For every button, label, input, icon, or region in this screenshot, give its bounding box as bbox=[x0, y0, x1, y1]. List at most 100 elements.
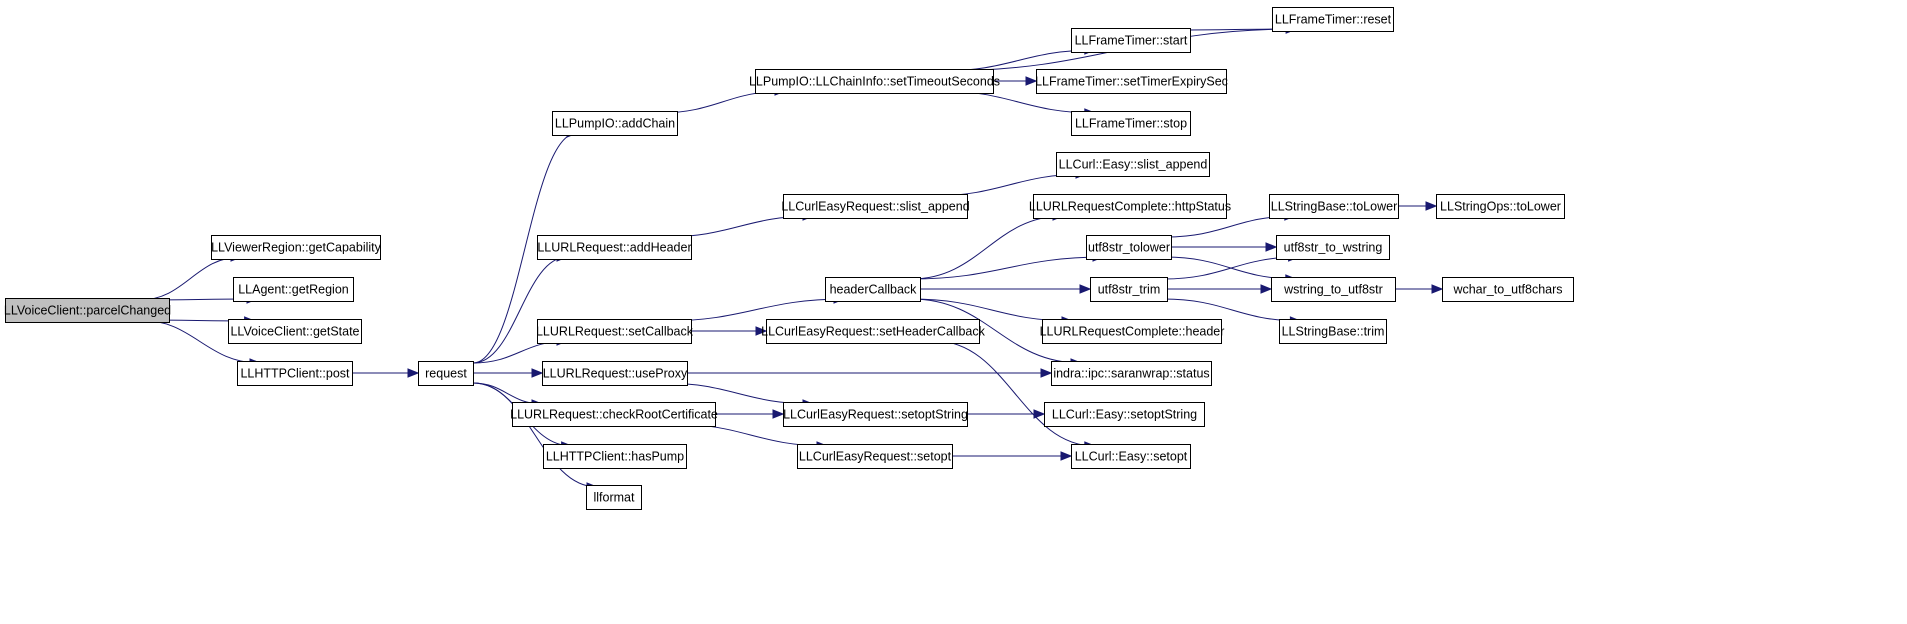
edge-n13-to-n21 bbox=[993, 76, 1038, 86]
node-n22[interactable]: LLFrameTimer::stop bbox=[1071, 111, 1191, 136]
edge-line bbox=[1165, 215, 1295, 238]
node-n30[interactable]: LLCurl::Easy::setopt bbox=[1071, 444, 1191, 469]
edge-n16-to-n30 bbox=[935, 340, 1097, 451]
node-label: LLPumpIO::addChain bbox=[555, 117, 675, 131]
node-box bbox=[1279, 319, 1387, 344]
node-n31[interactable]: LLStringBase::toLower bbox=[1269, 194, 1399, 219]
node-n26[interactable]: utf8str_trim bbox=[1090, 277, 1168, 302]
edge-n26-to-n33 bbox=[1167, 284, 1273, 294]
node-label: llformat bbox=[594, 491, 636, 505]
node-n16[interactable]: LLCurlEasyRequest::setHeaderCallback bbox=[761, 319, 986, 344]
node-n27[interactable]: LLURLRequestComplete::header bbox=[1040, 319, 1225, 344]
node-n9[interactable]: LLURLRequest::useProxy bbox=[542, 361, 689, 386]
node-n13[interactable]: LLPumpIO::LLChainInfo::setTimeoutSeconds bbox=[749, 69, 1000, 94]
edge-arrowhead bbox=[1431, 284, 1444, 294]
edge-n9-to-n28 bbox=[687, 368, 1053, 378]
edge-line bbox=[911, 298, 1082, 364]
edge-n5-to-n12 bbox=[472, 382, 599, 492]
edge-arrowhead bbox=[755, 326, 768, 336]
edge-line bbox=[664, 215, 814, 238]
node-label: LLURLRequest::setCallback bbox=[536, 325, 694, 339]
node-label: LLHTTPClient::hasPump bbox=[546, 450, 684, 464]
node-box bbox=[512, 402, 716, 427]
edge-n15-to-n26 bbox=[920, 284, 1092, 294]
node-n2[interactable]: LLAgent::getRegion bbox=[233, 277, 354, 302]
node-label: LLCurl::Easy::setopt bbox=[1075, 450, 1188, 464]
node-n21[interactable]: LLFrameTimer::setTimerExpirySec bbox=[1035, 69, 1228, 94]
node-n35[interactable]: LLStringOps::toLower bbox=[1436, 194, 1565, 219]
edge-arrowhead bbox=[1040, 368, 1053, 378]
node-n18[interactable]: LLCurlEasyRequest::setopt bbox=[797, 444, 953, 469]
node-box bbox=[797, 444, 953, 469]
edge-line bbox=[941, 90, 1095, 114]
node-n12[interactable]: llformat bbox=[586, 485, 642, 510]
node-label: LLCurlEasyRequest::setoptString bbox=[783, 408, 968, 422]
edge-line bbox=[664, 298, 845, 322]
node-label: LLFrameTimer::setTimerExpirySec bbox=[1035, 75, 1228, 89]
edge-line bbox=[472, 340, 568, 364]
node-box bbox=[755, 69, 994, 94]
node-label: LLCurlEasyRequest::setHeaderCallback bbox=[761, 325, 985, 339]
node-box bbox=[1071, 444, 1191, 469]
node-box bbox=[1071, 111, 1191, 136]
node-label: LLCurl::Easy::setoptString bbox=[1052, 408, 1197, 422]
edge-line bbox=[931, 173, 1087, 197]
edge-line bbox=[1163, 256, 1299, 280]
edge-arrowhead bbox=[531, 368, 544, 378]
node-box bbox=[1436, 194, 1565, 219]
node-n19[interactable]: LLFrameTimer::reset bbox=[1272, 7, 1394, 32]
node-box bbox=[1271, 277, 1396, 302]
node-label: LLURLRequest::useProxy bbox=[543, 367, 688, 381]
node-box bbox=[237, 361, 353, 386]
node-n6[interactable]: LLPumpIO::addChain bbox=[552, 111, 678, 136]
node-n29[interactable]: LLCurl::Easy::setoptString bbox=[1044, 402, 1205, 427]
edge-line bbox=[139, 256, 242, 301]
node-n10[interactable]: LLURLRequest::checkRootCertificate bbox=[510, 402, 718, 427]
node-n23[interactable]: LLCurl::Easy::slist_append bbox=[1056, 152, 1210, 177]
node-n8[interactable]: LLURLRequest::setCallback bbox=[536, 319, 694, 344]
node-n20[interactable]: LLFrameTimer::start bbox=[1071, 28, 1191, 53]
edge-n5-to-n9 bbox=[473, 368, 544, 378]
node-box bbox=[1036, 69, 1227, 94]
node-n17[interactable]: LLCurlEasyRequest::setoptString bbox=[783, 402, 968, 427]
node-n33[interactable]: wstring_to_utf8str bbox=[1271, 277, 1396, 302]
node-box bbox=[825, 277, 921, 302]
node-n14[interactable]: LLCurlEasyRequest::slist_append bbox=[781, 194, 970, 219]
node-box bbox=[586, 485, 642, 510]
node-n32[interactable]: utf8str_to_wstring bbox=[1276, 235, 1390, 260]
edge-line bbox=[941, 49, 1095, 72]
edge-arrowhead bbox=[1033, 409, 1046, 419]
node-box bbox=[552, 111, 678, 136]
node-box bbox=[228, 319, 362, 344]
node-label: LLFrameTimer::stop bbox=[1075, 117, 1187, 131]
node-n5[interactable]: request bbox=[418, 361, 474, 386]
node-n7[interactable]: LLURLRequest::addHeader bbox=[537, 235, 692, 260]
edge-line bbox=[911, 215, 1064, 280]
node-n25[interactable]: utf8str_tolower bbox=[1086, 235, 1172, 260]
node-n1[interactable]: LLViewerRegion::getCapability bbox=[211, 235, 382, 260]
node-label: LLCurl::Easy::slist_append bbox=[1059, 158, 1208, 172]
node-box bbox=[1269, 194, 1399, 219]
node-n3[interactable]: LLVoiceClient::getState bbox=[228, 319, 362, 344]
node-label: LLURLRequest::checkRootCertificate bbox=[510, 408, 718, 422]
node-label: LLFrameTimer::reset bbox=[1275, 13, 1392, 27]
node-n24[interactable]: LLURLRequestComplete::httpStatus bbox=[1029, 194, 1231, 219]
node-label: LLVoiceClient::getState bbox=[230, 325, 359, 339]
edge-n31-to-n35 bbox=[1398, 201, 1438, 211]
node-label: wchar_to_utf8chars bbox=[1452, 283, 1562, 297]
node-n28[interactable]: indra::ipc::saranwrap::status bbox=[1051, 361, 1212, 386]
node-n11[interactable]: LLHTTPClient::hasPump bbox=[543, 444, 687, 469]
edge-line bbox=[472, 132, 578, 364]
node-label: LLCurlEasyRequest::setopt bbox=[799, 450, 952, 464]
node-label: utf8str_to_wstring bbox=[1284, 241, 1383, 255]
node-label: LLPumpIO::LLChainInfo::setTimeoutSeconds bbox=[749, 75, 1000, 89]
node-n36[interactable]: wchar_to_utf8chars bbox=[1442, 277, 1574, 302]
node-box bbox=[1033, 194, 1227, 219]
node-n34[interactable]: LLStringBase::trim bbox=[1279, 319, 1387, 344]
node-n15[interactable]: headerCallback bbox=[825, 277, 921, 302]
call-graph-nodes: LLVoiceClient::parcelChanged LLViewerRegi… bbox=[4, 7, 1574, 510]
node-label: request bbox=[425, 367, 467, 381]
edge-line bbox=[472, 382, 598, 488]
node-n0[interactable]: LLVoiceClient::parcelChanged bbox=[4, 298, 171, 323]
node-n4[interactable]: LLHTTPClient::post bbox=[237, 361, 353, 386]
